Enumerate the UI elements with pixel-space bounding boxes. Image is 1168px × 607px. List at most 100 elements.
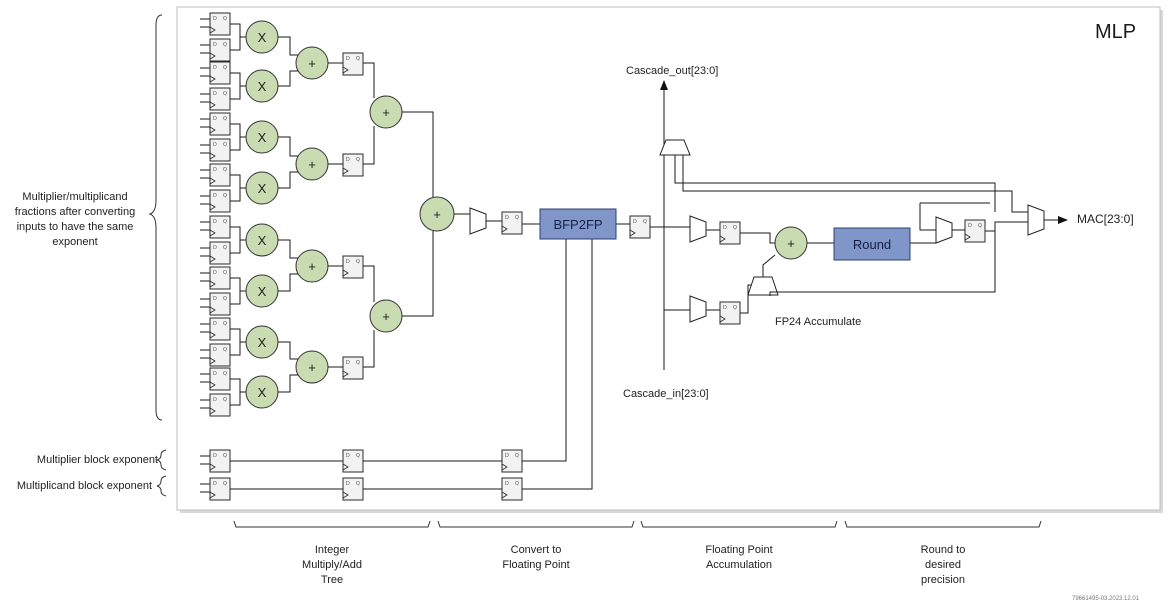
clock-marker — [209, 280, 216, 288]
adder-op-symbol: + — [308, 360, 316, 375]
flip-flop-d-label: D — [213, 219, 217, 225]
input-wire — [230, 187, 246, 202]
stage-label-line: Integer — [314, 544, 350, 556]
flip-flop-d-label: D — [346, 157, 350, 163]
clock-marker — [501, 463, 508, 471]
flip-flop-d-label: D — [346, 481, 350, 487]
flip-flop-d-label: D — [213, 142, 217, 148]
flip-flop-q-label: Q — [223, 245, 227, 251]
adder-input-wire — [363, 330, 375, 368]
clock-marker — [209, 101, 216, 109]
flip-flop-q-label: Q — [356, 259, 360, 265]
flip-flop-body — [501, 211, 523, 235]
input-wire — [230, 341, 246, 356]
multiplier-op: X — [245, 375, 279, 409]
mac-output-arrow — [1058, 216, 1068, 224]
flip-flop-q-label: Q — [356, 481, 360, 487]
multiplier-op: X — [245, 20, 279, 54]
flip-flop-d-label: D — [213, 347, 217, 353]
flip-flop-body — [342, 356, 364, 380]
flip-flop-d-label: D — [213, 397, 217, 403]
adder-op: + — [295, 46, 329, 80]
flip-flop-q-label: Q — [223, 65, 227, 71]
multiplier-op-symbol: X — [258, 79, 267, 94]
stage-label-convert: Convert to Floating Point — [486, 543, 586, 573]
adder-input-wire — [278, 374, 298, 393]
flip-flop-body — [342, 255, 364, 279]
adder-op: + — [295, 249, 329, 283]
flip-flop-d-label: D — [213, 42, 217, 48]
fractions-label-line: inputs to have the same — [16, 221, 134, 233]
flip-flop-d-label: D — [505, 481, 509, 487]
cascade-out-mux — [659, 139, 691, 156]
clock-marker — [719, 315, 726, 323]
clock-marker — [501, 491, 508, 499]
flip-flop-q-label: Q — [223, 91, 227, 97]
final-adder-op-symbol: + — [433, 207, 441, 222]
fractions-label-line: fractions after converting — [14, 206, 136, 218]
flip-flop-d-label: D — [213, 116, 217, 122]
flip-flop-q-label: Q — [356, 56, 360, 62]
flip-flop-q-label: Q — [515, 215, 519, 221]
flip-flop-q-label: Q — [223, 296, 227, 302]
clock-marker — [209, 255, 216, 263]
flip-flop-d-label: D — [213, 65, 217, 71]
flip-flop-d-label: D — [346, 259, 350, 265]
clock-marker — [209, 52, 216, 60]
flip-flop-q-label: Q — [515, 453, 519, 459]
adder-op-symbol: + — [382, 105, 390, 120]
adder-op: + — [295, 350, 329, 384]
multiplier-op-symbol: X — [258, 385, 267, 400]
flip-flop-body — [342, 153, 364, 177]
stage-label-integer-tree: Integer Multiply/Add Tree — [282, 543, 382, 588]
round-block — [833, 227, 911, 261]
multiplier-exp-brace — [156, 449, 167, 471]
adder-op: + — [369, 95, 403, 129]
acc-wire — [740, 232, 775, 244]
flip-flop-q-label: Q — [223, 481, 227, 487]
cascade-out-arrow — [660, 80, 668, 90]
clock-marker — [501, 225, 508, 233]
flip-flop-d-label: D — [968, 223, 972, 229]
mlp-block — [176, 6, 1161, 511]
stage-bracket-4 — [844, 520, 1042, 528]
stage-bracket-2 — [437, 520, 635, 528]
adder-op-symbol: + — [382, 309, 390, 324]
stage-label-line: Tree — [320, 574, 344, 586]
flip-flop-d-label: D — [213, 193, 217, 199]
input-wire — [230, 239, 246, 254]
clock-marker — [342, 491, 349, 499]
adder-input-wire — [278, 36, 298, 56]
clock-marker — [209, 203, 216, 211]
adder-input-wire — [278, 341, 298, 360]
clock-marker — [209, 126, 216, 134]
clock-marker — [964, 233, 971, 241]
flip-flop-d-label: D — [213, 167, 217, 173]
round-bypass-wire — [919, 203, 936, 231]
flip-flop-q-label: Q — [223, 42, 227, 48]
output-mux — [1027, 204, 1045, 236]
flip-flop-d-label: D — [723, 305, 727, 311]
flip-flop-q-label: Q — [356, 360, 360, 366]
adder-op-symbol: + — [308, 56, 316, 71]
flip-flop-q-label: Q — [223, 270, 227, 276]
flip-flop-q-label: Q — [223, 219, 227, 225]
stage-bracket-3 — [640, 520, 838, 528]
adder-op-symbol: + — [308, 259, 316, 274]
multiplier-op: X — [245, 274, 279, 308]
flip-flop-q-label: Q — [978, 223, 982, 229]
fractions-label-line: exponent — [52, 236, 98, 248]
flip-flop-q-label: Q — [223, 321, 227, 327]
